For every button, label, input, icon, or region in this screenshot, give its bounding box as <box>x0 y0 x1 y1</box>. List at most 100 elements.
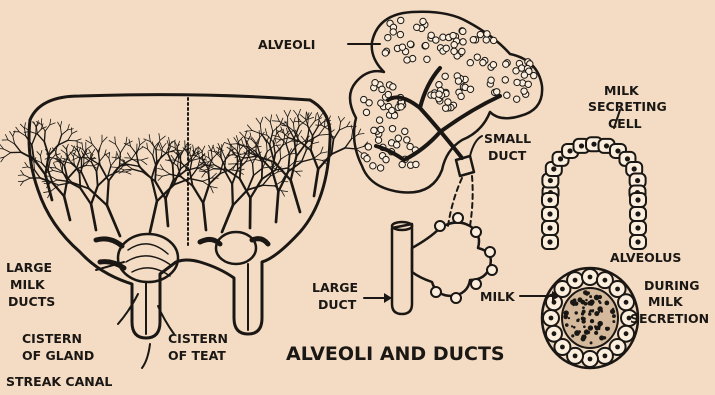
duct-branch <box>64 156 67 165</box>
duct-branch <box>290 118 293 123</box>
duct-branch <box>32 135 36 145</box>
duct-branch <box>210 186 213 192</box>
milk-secreting-cell-arc <box>542 137 646 249</box>
duct-branch <box>91 204 96 230</box>
duct-branch <box>203 155 209 158</box>
alveolus-bubble <box>504 92 510 98</box>
duct-branch <box>111 160 116 166</box>
duct-branch <box>296 171 301 176</box>
label-milk-secreting-1: MILK <box>604 83 640 98</box>
duct-branch <box>260 117 263 124</box>
alveolus-bubble <box>460 39 466 45</box>
duct-branch <box>36 126 37 134</box>
cell-nucleus <box>624 331 629 336</box>
duct-branch <box>275 145 283 154</box>
alveolus-bubble <box>407 41 413 47</box>
cell-nucleus <box>604 143 609 148</box>
milk-droplet <box>590 341 593 344</box>
label-cistern-teat-1: CISTERN <box>168 331 228 346</box>
duct-branch <box>16 127 19 132</box>
duct-branch <box>270 122 273 132</box>
alveolus-bubble <box>433 37 439 43</box>
alveolus-bubble <box>477 31 483 37</box>
milk-droplet <box>573 326 576 329</box>
label-cistern-gland-1: CISTERN <box>22 331 82 346</box>
duct-branch <box>284 110 288 116</box>
alveolus-bubble <box>390 29 396 35</box>
cell-nucleus <box>635 178 640 183</box>
milk-droplet <box>590 319 594 323</box>
duct-branch <box>139 138 140 145</box>
duct-branch <box>126 137 127 144</box>
duct-branch <box>339 122 340 130</box>
udder-cross-section <box>0 95 369 338</box>
duct-branch <box>60 127 61 135</box>
alveolus-bubble <box>420 18 426 24</box>
cell-nucleus <box>573 353 578 358</box>
alveolus-bubble <box>376 117 382 123</box>
duct-branch <box>293 110 297 116</box>
cell-nucleus <box>615 345 620 350</box>
cell-nucleus <box>615 148 620 153</box>
duct-branch <box>202 172 206 177</box>
alveolus-bubble <box>445 99 451 105</box>
duct-branch <box>34 163 35 170</box>
duct-branch <box>319 134 329 135</box>
label-large-milk-ducts-3: DUCTS <box>8 294 55 309</box>
duct-branch <box>76 139 81 141</box>
alveolus-bubble <box>474 54 480 60</box>
alveolus-bubble <box>514 79 520 85</box>
milk-droplet <box>575 311 578 314</box>
duct-branch <box>56 152 58 159</box>
duct-branch <box>356 146 364 149</box>
alveolus-bubble <box>490 37 496 43</box>
alveolus-bubble <box>513 96 519 102</box>
cell-nucleus <box>632 166 637 171</box>
duct-branch <box>141 160 147 164</box>
duct-branch <box>141 158 148 160</box>
duct-branch <box>50 123 55 125</box>
duct-branch <box>276 140 281 144</box>
duct-branch <box>158 176 162 180</box>
label-milk-secreting-2: SECRETING <box>588 99 667 114</box>
duct-branch <box>263 185 275 186</box>
duct-branch <box>202 146 205 151</box>
milk-droplet <box>563 314 568 319</box>
duct-branch <box>213 146 215 152</box>
duct-branch <box>80 174 81 188</box>
alveolus-bubble <box>503 61 509 67</box>
alveolus-bubble <box>413 161 419 167</box>
duct-branch <box>58 122 61 127</box>
duct-branch <box>150 201 157 232</box>
duct-branch <box>98 142 102 151</box>
alveolus-bubble <box>488 77 494 83</box>
label-small-duct-2: DUCT <box>488 148 527 163</box>
duct-branch <box>240 162 241 178</box>
cell-nucleus <box>558 156 563 161</box>
milk-droplet <box>571 325 573 327</box>
duct-branch <box>208 152 209 158</box>
alveolus-bubble <box>460 28 466 34</box>
duct-branch <box>171 155 175 160</box>
duct-branch <box>109 141 115 145</box>
label-streak-canal: STREAK CANAL <box>6 374 112 389</box>
duct-branch <box>339 127 346 130</box>
milk-droplet <box>576 319 579 322</box>
duct-branch <box>291 180 300 212</box>
duct-branch <box>203 184 209 203</box>
duct-branch <box>140 141 146 145</box>
milk-droplet <box>594 331 598 335</box>
duct-branch <box>73 157 74 165</box>
duct-branch <box>307 129 309 142</box>
alveolus-bubble <box>470 37 476 43</box>
alveolus-bubble <box>484 31 490 37</box>
duct-branch <box>44 131 45 142</box>
duct-branch <box>309 121 315 129</box>
gland-cistern-right <box>216 232 256 264</box>
label-during-3: SECRETION <box>630 311 709 326</box>
alveolus-bubble <box>365 144 371 150</box>
duct-branch <box>162 143 166 148</box>
alveolus-bubble <box>458 93 464 99</box>
duct-branch <box>261 134 269 145</box>
